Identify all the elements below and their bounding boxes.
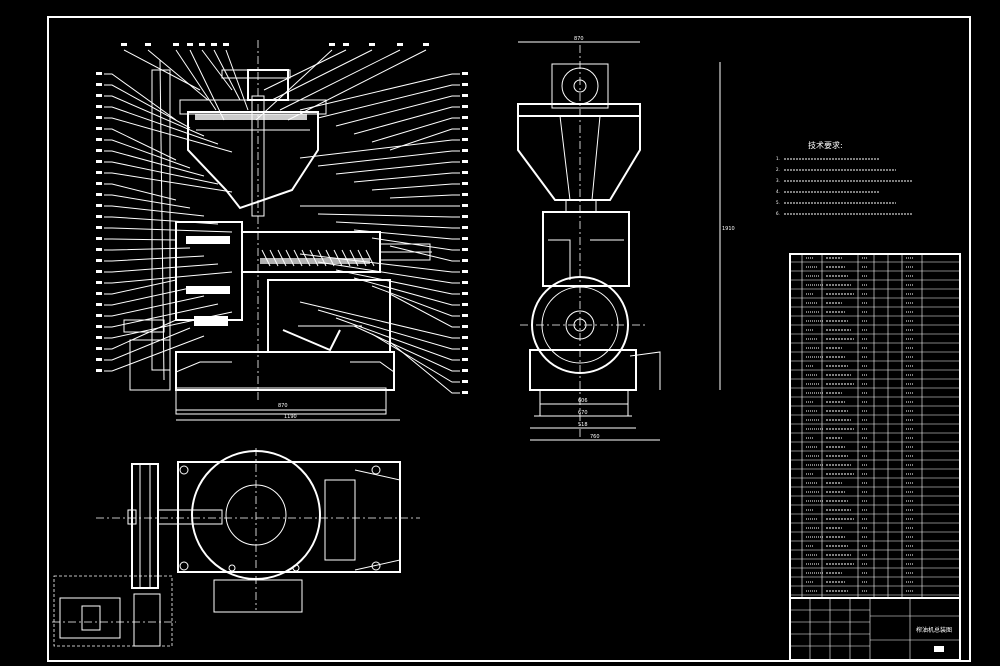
parts-list-table <box>789 253 961 599</box>
table-rows <box>790 257 960 596</box>
drawing-frame <box>47 16 971 662</box>
title-block: 榨油机总装图 <box>789 597 961 661</box>
tech-note: 1. <box>776 156 780 161</box>
front-section-view: 870 1190 <box>96 40 468 421</box>
tech-title: 技术要求: <box>808 140 843 150</box>
dim-front-total: 1190 <box>284 414 297 420</box>
technical-requirements: 技术要求: 1. 2. 3. 4. 5. 6. <box>776 140 912 216</box>
leader-lines-left <box>96 72 233 372</box>
dim-height: 1910 <box>722 226 735 232</box>
tech-note: 4. <box>776 189 780 194</box>
tech-note: 3. <box>776 178 780 183</box>
tech-note: 5. <box>776 200 780 205</box>
tech-note: 6. <box>776 211 780 216</box>
dim-w3: 518 <box>578 422 588 428</box>
tech-note: 2. <box>776 167 780 172</box>
dim-front-base: 870 <box>278 403 288 409</box>
top-view <box>52 448 420 647</box>
leader-lines-right <box>299 72 468 394</box>
dim-w4: 760 <box>590 434 600 440</box>
dim-w2: 670 <box>578 410 588 416</box>
side-view: 870 1910 606 670 518 760 <box>517 36 735 441</box>
leader-lines-top <box>121 43 429 121</box>
dim-w1: 606 <box>578 398 588 404</box>
drawing-name: 榨油机总装图 <box>916 626 952 634</box>
dim-top-width: 870 <box>574 36 584 42</box>
